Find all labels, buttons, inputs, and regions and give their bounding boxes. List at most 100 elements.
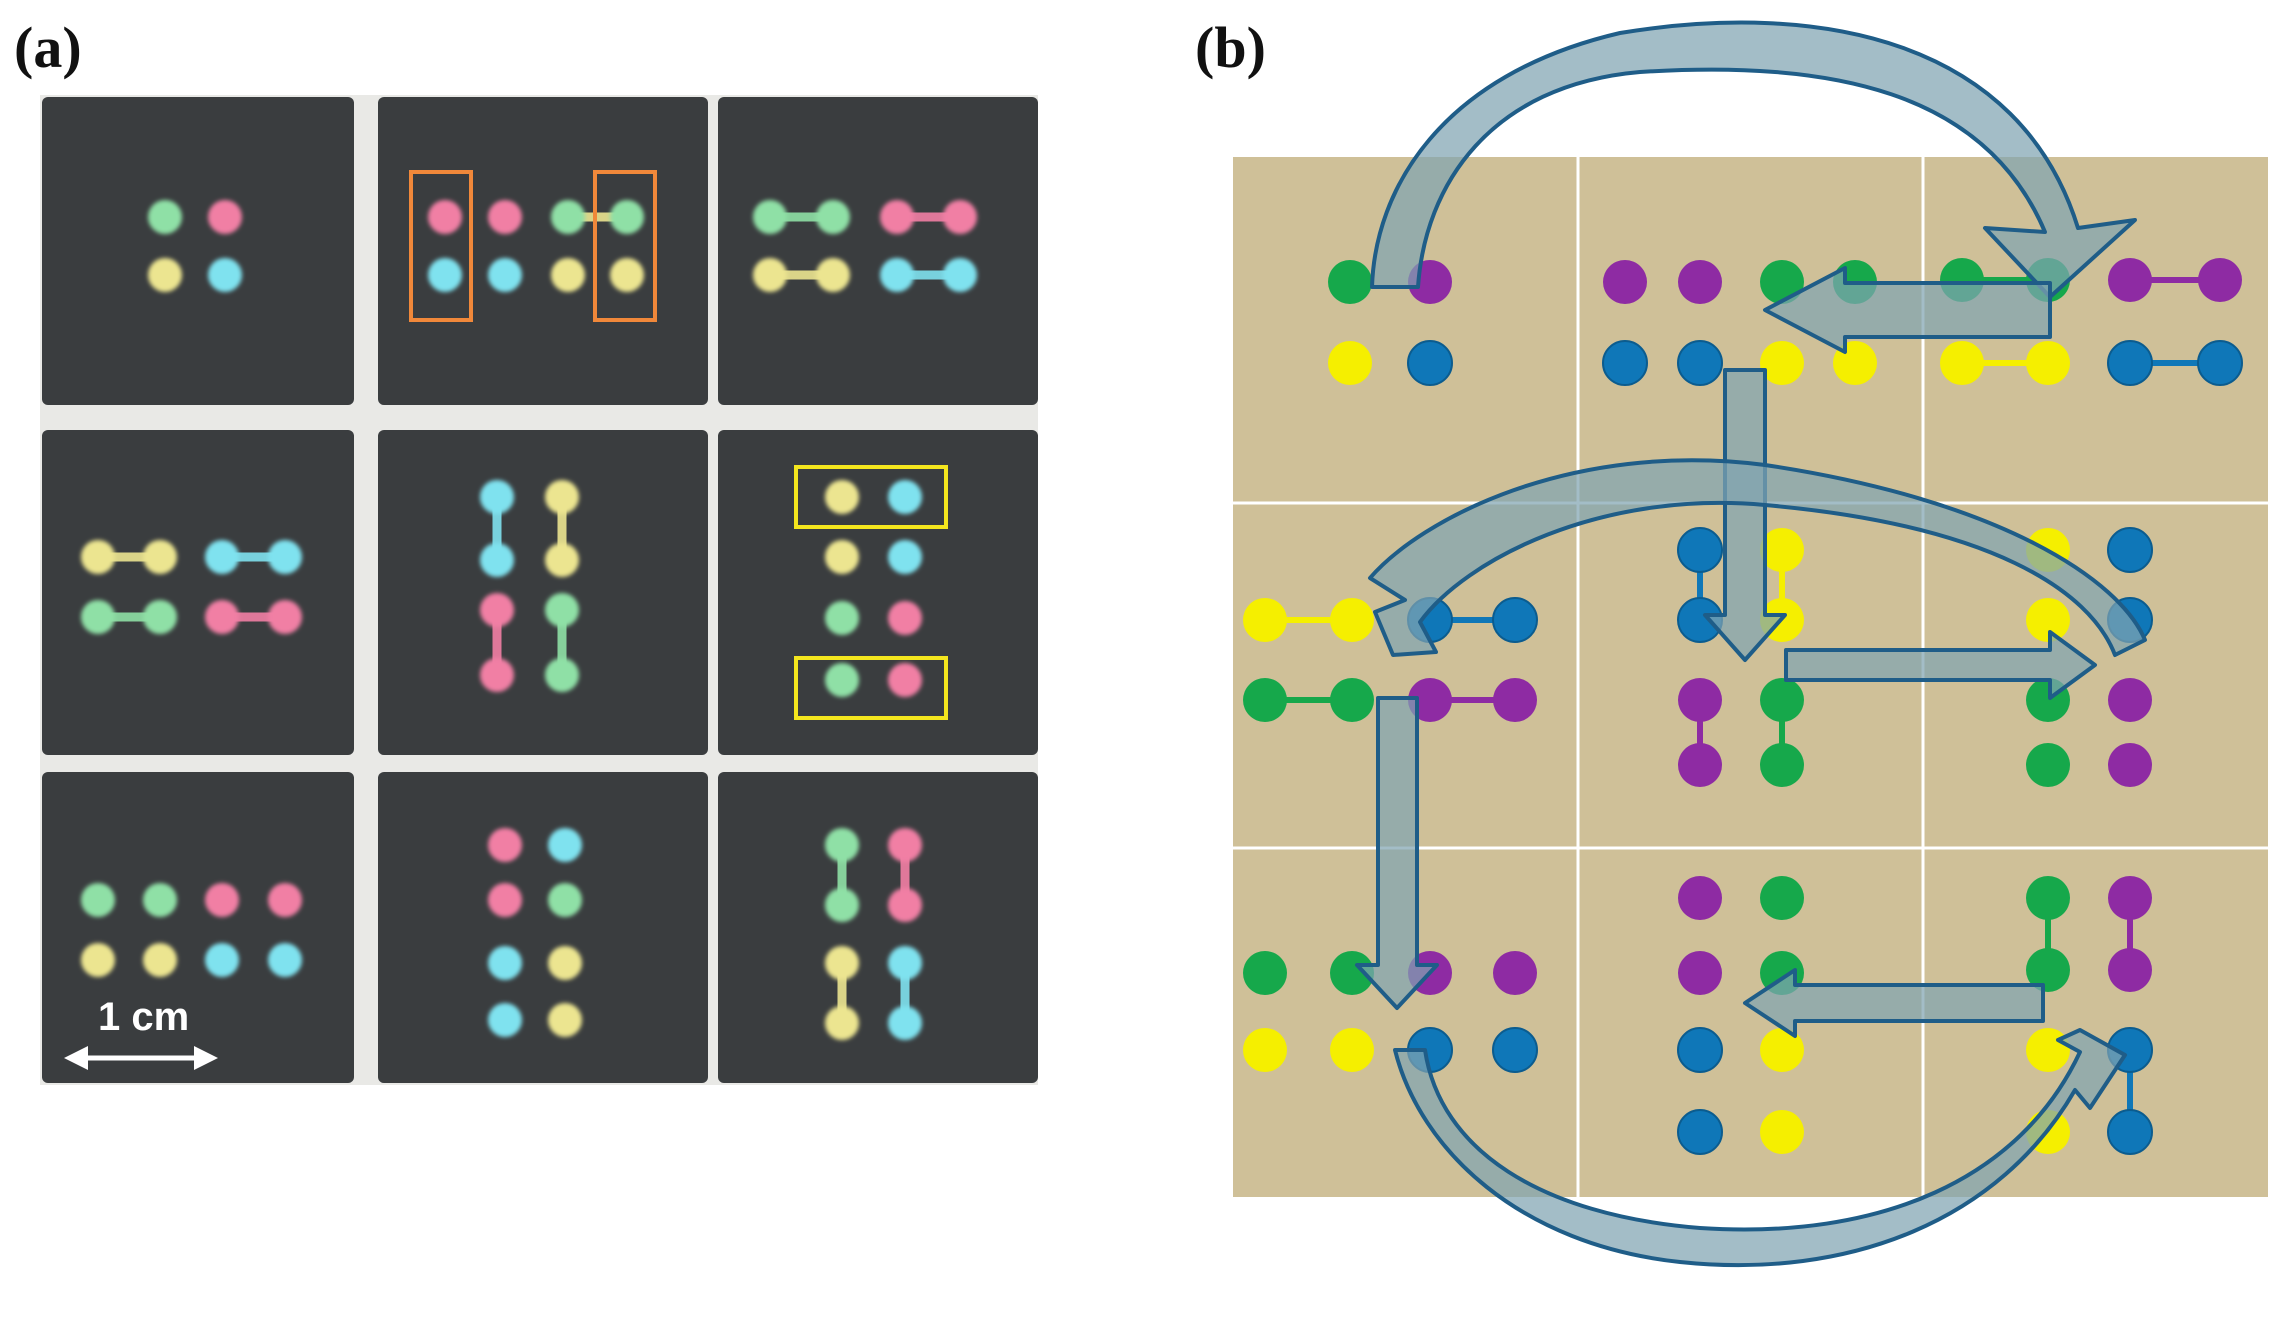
schematic-dot-24 [1492, 597, 1538, 643]
schematic-dot-48 [1493, 951, 1537, 995]
photo-dot-31 [480, 543, 514, 577]
straight-arrow-down-center [1703, 368, 1787, 662]
photo-cell-5 [378, 430, 708, 755]
schematic-dot-42 [2108, 678, 2152, 722]
schematic-dot-52 [1492, 1027, 1538, 1073]
photo-dot-29 [480, 480, 514, 514]
photo-dot-12 [610, 258, 644, 292]
schematic-dot-62 [2108, 876, 2152, 920]
photo-dot-60 [548, 1003, 582, 1037]
photo-dot-21 [81, 540, 115, 574]
schematic-dot-53 [1678, 876, 1722, 920]
schematic-dot-45 [1243, 951, 1287, 995]
photo-dot-35 [480, 658, 514, 692]
schematic-dot-57 [1677, 1027, 1723, 1073]
scale-bar-label: 1 cm [98, 995, 189, 1039]
schematic-dot-30 [1760, 528, 1804, 572]
curved-arrow-top [1370, 20, 2137, 299]
photo-dot-20 [943, 258, 977, 292]
photo-dot-39 [825, 540, 859, 574]
photo-dot-34 [545, 593, 579, 627]
schematic-dot-38 [2107, 527, 2153, 573]
photo-dot-19 [880, 258, 914, 292]
curved-arrow-bottom [1393, 1028, 2127, 1268]
photo-dot-24 [268, 540, 302, 574]
photo-dot-56 [548, 883, 582, 917]
photo-dot-52 [268, 943, 302, 977]
photo-dot-67 [825, 1006, 859, 1040]
schematic-dot-3 [1328, 341, 1372, 385]
photo-dot-43 [825, 663, 859, 697]
schematic-dot-59 [1677, 1109, 1723, 1155]
photo-cell-7 [42, 772, 354, 1083]
schematic-dot-10 [1677, 340, 1723, 386]
photo-dot-22 [143, 540, 177, 574]
photo-cell-1 [42, 97, 354, 405]
photo-dot-28 [268, 600, 302, 634]
photo-dot-61 [825, 828, 859, 862]
panel-b-schematic [1233, 20, 2268, 1268]
schematic-dot-4 [1407, 340, 1453, 386]
highlight-box-orange-right [593, 170, 657, 322]
photo-dot-27 [205, 600, 239, 634]
photo-cell-3 [718, 97, 1038, 405]
schematic-dot-58 [1760, 1028, 1804, 1072]
schematic-dot-63 [2026, 948, 2070, 992]
photo-dot-8 [610, 200, 644, 234]
schematic-dot-25 [1243, 678, 1287, 722]
photo-dot-30 [545, 480, 579, 514]
schematic-dot-54 [1760, 876, 1804, 920]
photo-dot-32 [545, 543, 579, 577]
photo-dot-41 [825, 601, 859, 635]
highlight-box-yellow-bottom [794, 656, 948, 720]
straight-arrow-left-bottom [1743, 968, 2045, 1038]
photo-dot-65 [825, 946, 859, 980]
curved-arrow-middle [1368, 458, 2147, 657]
schematic-dot-60 [1760, 1110, 1804, 1154]
photo-cell-9 [718, 772, 1038, 1083]
photo-dot-68 [888, 1006, 922, 1040]
photo-dot-45 [81, 883, 115, 917]
straight-arrow-down-left [1355, 696, 1439, 1010]
photo-dot-66 [888, 946, 922, 980]
schematic-dot-36 [1760, 743, 1804, 787]
photo-cell-8 [378, 772, 708, 1083]
photo-dot-47 [205, 883, 239, 917]
schematic-dot-64 [2108, 948, 2152, 992]
photo-dot-38 [888, 480, 922, 514]
panel-b-label: (b) [1195, 15, 1266, 80]
photo-dot-62 [888, 828, 922, 862]
schematic-dot-26 [1330, 678, 1374, 722]
photo-cell-2 [378, 97, 708, 405]
schematic-dot-50 [1330, 1028, 1374, 1072]
photo-dot-23 [205, 540, 239, 574]
schematic-dot-9 [1602, 340, 1648, 386]
schematic-dot-7 [1760, 260, 1804, 304]
panel-a-photo: 1 cm [40, 95, 1038, 1085]
photo-dot-16 [943, 200, 977, 234]
photo-dot-37 [825, 480, 859, 514]
schematic-dot-34 [1760, 678, 1804, 722]
photo-dot-50 [143, 943, 177, 977]
flow-arrows [1355, 20, 2147, 1268]
schematic-dot-61 [2026, 876, 2070, 920]
photo-dot-48 [268, 883, 302, 917]
photo-dot-53 [488, 828, 522, 862]
photo-dot-17 [753, 258, 787, 292]
photo-dot-1 [148, 200, 182, 234]
schematic-dot-46 [1330, 951, 1374, 995]
photo-dot-9 [428, 258, 462, 292]
photo-dot-59 [488, 1003, 522, 1037]
straight-arrow-right-center [1784, 630, 2097, 700]
photo-dot-25 [81, 600, 115, 634]
schematic-dot-33 [1678, 678, 1722, 722]
photo-dot-11 [551, 258, 585, 292]
photo-dot-58 [548, 946, 582, 980]
photo-dot-26 [143, 600, 177, 634]
photo-dot-64 [888, 888, 922, 922]
photo-dot-63 [825, 888, 859, 922]
schematic-dot-29 [1677, 527, 1723, 573]
photo-dot-49 [81, 943, 115, 977]
photo-dot-2 [208, 200, 242, 234]
photo-dot-14 [816, 200, 850, 234]
